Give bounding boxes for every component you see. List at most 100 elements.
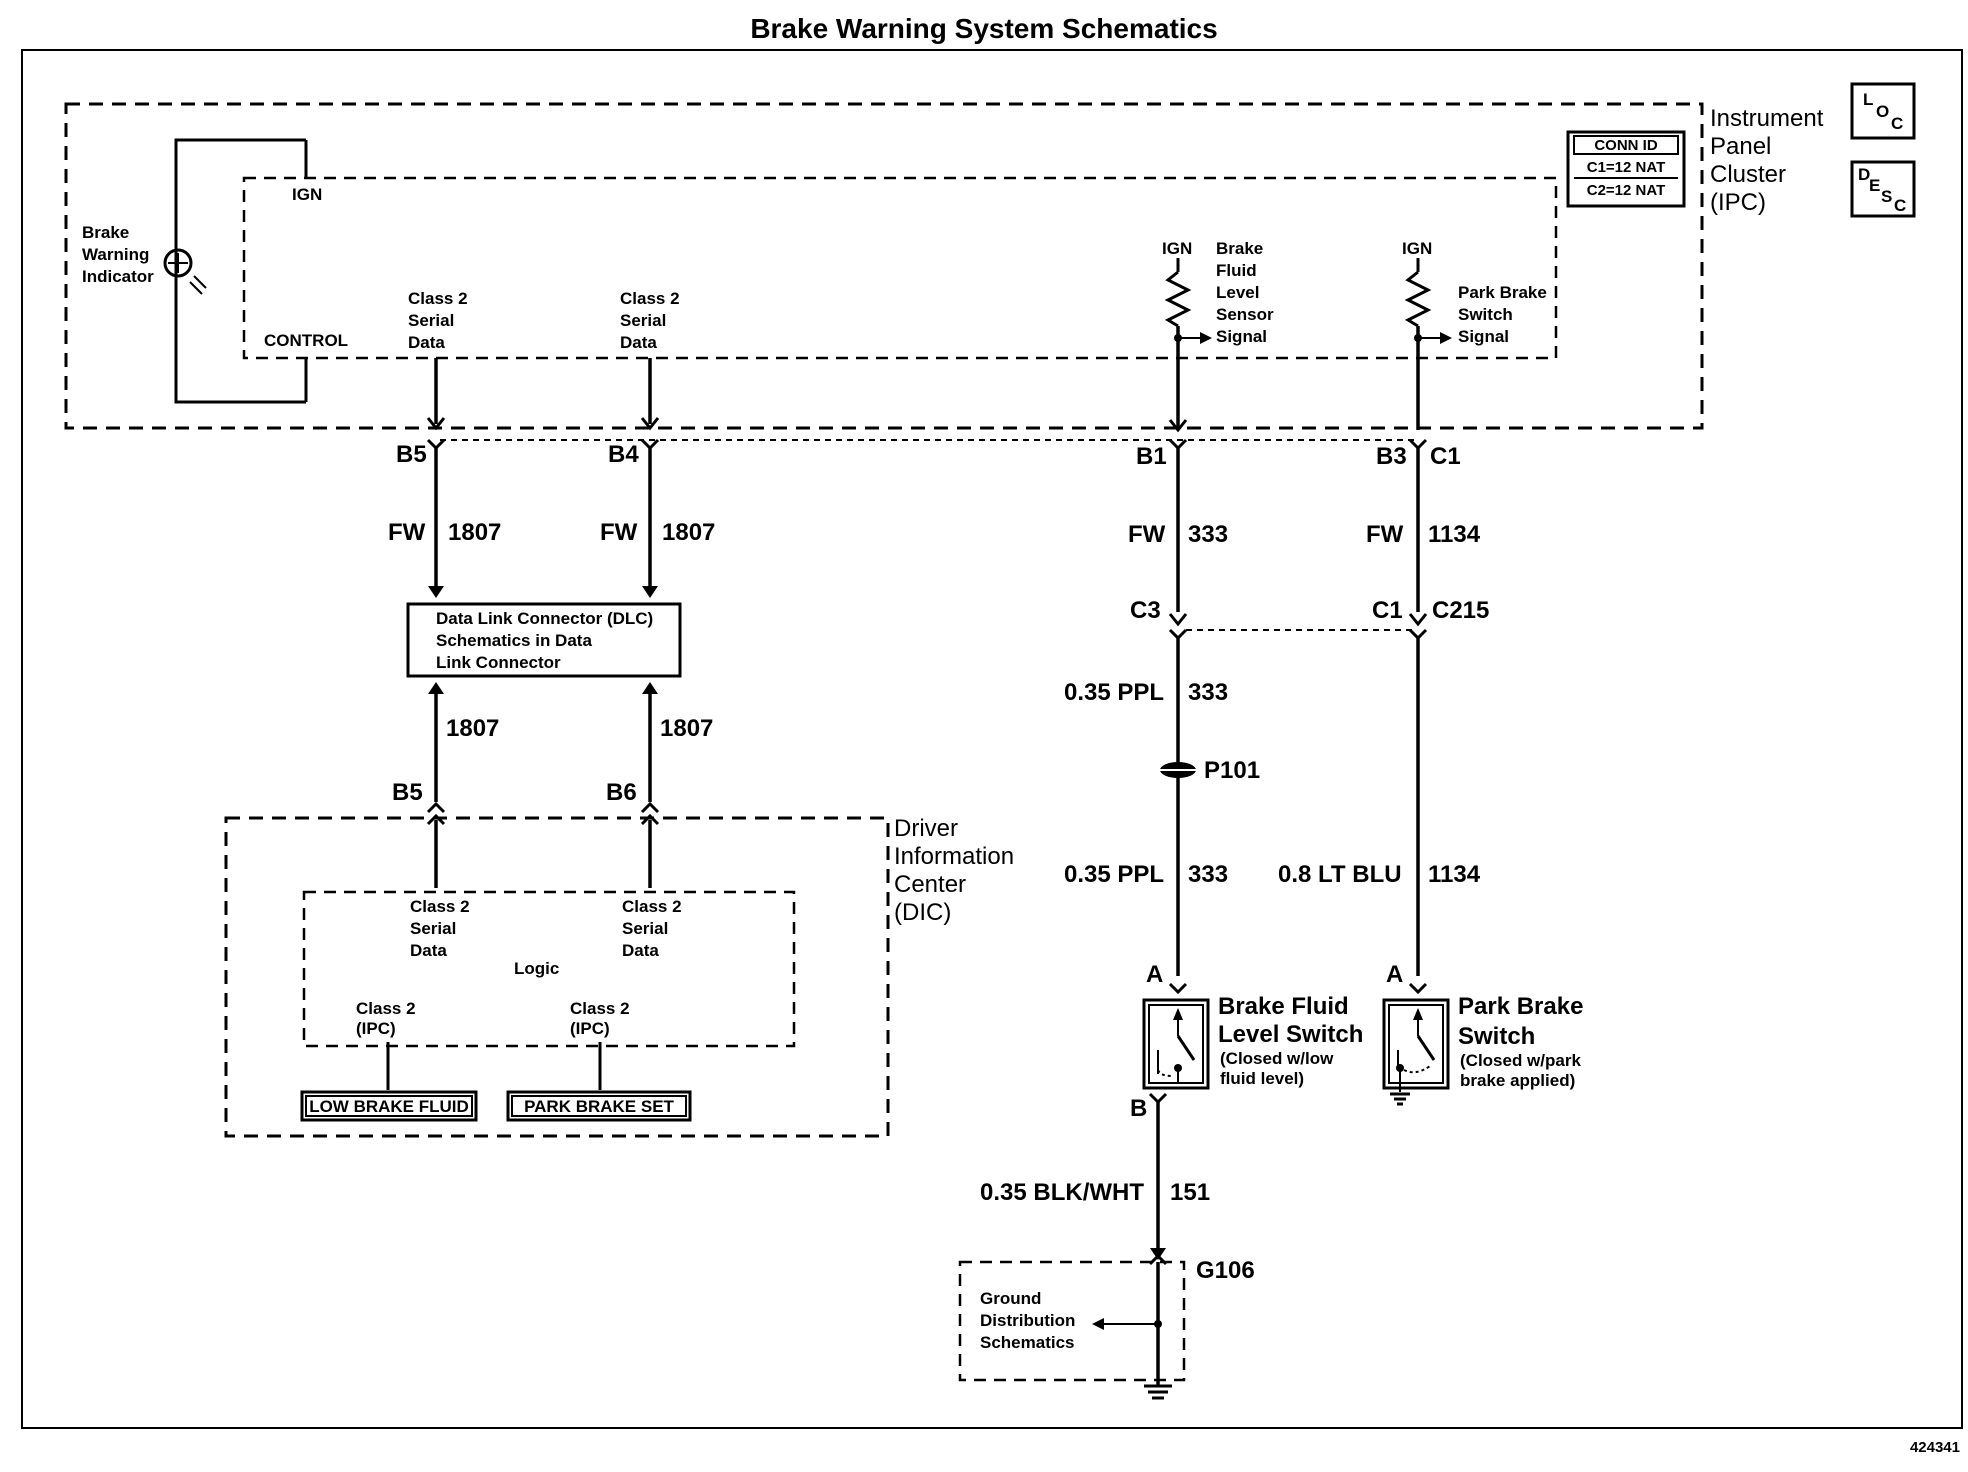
park-switch-note-1: (Closed w/park xyxy=(1460,1051,1581,1070)
warning-lamp-icon xyxy=(163,248,207,295)
ipc-serial-left-3: Data xyxy=(408,333,445,352)
ipc-serial-right-3: Data xyxy=(620,333,657,352)
dic-logic-label: Logic xyxy=(514,959,559,978)
conn-id-row-2: C2=12 NAT xyxy=(1587,182,1666,199)
dic-serial-left-1: Class 2 xyxy=(410,897,470,916)
ipc-inner-boundary xyxy=(242,176,1558,360)
conn-id-header: CONN ID xyxy=(1594,137,1658,154)
wire-fluid-lower-circuit: 333 xyxy=(1188,861,1228,888)
dic-serial-right-3: Data xyxy=(622,941,659,960)
park-brake-set-message: PARK BRAKE SET xyxy=(506,1090,692,1122)
wire-left-fw: FW xyxy=(388,519,426,546)
fluid-label-3: Level xyxy=(1216,283,1259,302)
description-icon[interactable]: D E S C xyxy=(1850,160,1916,218)
wire-left-circuit: 1807 xyxy=(448,519,501,546)
low-brake-fluid-label: LOW BRAKE FLUID xyxy=(309,1097,469,1116)
dic-class-left-1: Class 2 xyxy=(356,999,416,1018)
wire-mid-circuit: 1807 xyxy=(662,519,715,546)
wire-fluid-lower-color: 0.35 PPL xyxy=(1064,861,1164,888)
ipc-name-line-1: Instrument xyxy=(1710,105,1824,132)
pin-b5-ipc: B5 xyxy=(396,441,427,468)
pin-b6-dic: B6 xyxy=(606,779,637,806)
ipc-serial-right-2: Serial xyxy=(620,311,666,330)
conn-id-table: CONN ID C1=12 NAT C2=12 NAT xyxy=(1566,130,1686,208)
wire-park-circuit: 1134 xyxy=(1428,521,1481,548)
dlc-line-2: Schematics in Data xyxy=(436,631,592,650)
park-label-2: Switch xyxy=(1458,305,1513,324)
park-switch-pin-a: A xyxy=(1386,961,1403,988)
ipc-name-line-4: (IPC) xyxy=(1710,189,1766,216)
low-brake-fluid-message: LOW BRAKE FLUID xyxy=(300,1090,478,1122)
wire-ground-circuit: 151 xyxy=(1170,1179,1210,1206)
dic-class-right-1: Class 2 xyxy=(570,999,630,1018)
wire-fluid-upper-circuit: 333 xyxy=(1188,679,1228,706)
wire-333-upper xyxy=(1168,419,1188,976)
dic-serial-left-3: Data xyxy=(410,941,447,960)
wire-park-lower-circuit: 1134 xyxy=(1428,861,1481,888)
pin-c1-mid: C1 xyxy=(1372,597,1403,624)
brake-indicator-line-3: Indicator xyxy=(82,267,154,286)
fluid-pullup-resistor-icon xyxy=(1164,258,1212,430)
park-pullup-resistor-icon xyxy=(1404,258,1452,430)
diagram-title: Brake Warning System Schematics xyxy=(750,13,1217,44)
ipc-name-line-3: Cluster xyxy=(1710,161,1786,188)
wire-fluid-upper-color: 0.35 PPL xyxy=(1064,679,1164,706)
wire-park-color: 0.8 LT BLU xyxy=(1278,861,1402,888)
fluid-label-5: Signal xyxy=(1216,327,1267,346)
wire-1807-mid xyxy=(640,358,660,598)
loc-letter-3: C xyxy=(1891,114,1903,133)
wire-1807-dic-left xyxy=(426,682,446,888)
ground-distribution-boundary xyxy=(958,1260,1186,1382)
desc-letter-1: D xyxy=(1858,165,1870,184)
dic-class-right-2: (IPC) xyxy=(570,1019,610,1038)
indicator-wire xyxy=(174,138,306,404)
outer-frame xyxy=(21,49,1963,1429)
wire-mid-fw: FW xyxy=(600,519,638,546)
brake-fluid-level-switch[interactable] xyxy=(1142,998,1210,1090)
pin-c3: C3 xyxy=(1130,597,1161,624)
dic-name-line-1: Driver xyxy=(894,815,958,842)
loc-letter-1: L xyxy=(1863,90,1873,109)
fluid-switch-note-2: fluid level) xyxy=(1220,1069,1304,1088)
ground-id: G106 xyxy=(1196,1257,1255,1284)
dlc-line-1: Data Link Connector (DLC) xyxy=(436,609,653,628)
conn-id-row-1: C1=12 NAT xyxy=(1587,159,1666,176)
wire-fluid-circuit: 333 xyxy=(1188,521,1228,548)
ipc-control-label: CONTROL xyxy=(264,331,348,350)
park-switch-name-1: Park Brake xyxy=(1458,993,1583,1020)
fluid-switch-name-1: Brake Fluid xyxy=(1218,993,1349,1020)
pin-b5-dic: B5 xyxy=(392,779,423,806)
dic-serial-left-2: Serial xyxy=(410,919,456,938)
wire-dic-right-circuit: 1807 xyxy=(660,715,713,742)
loc-letter-2: O xyxy=(1876,102,1889,121)
fluid-switch-pin-a: A xyxy=(1146,961,1163,988)
ground-line-3: Schematics xyxy=(980,1333,1075,1352)
dlc-box[interactable]: Data Link Connector (DLC) Schematics in … xyxy=(406,602,682,678)
dic-name-line-4: (DIC) xyxy=(894,899,951,926)
ground-symbol-icon xyxy=(1144,1384,1172,1400)
desc-letter-3: S xyxy=(1881,187,1892,206)
ipc-serial-right-1: Class 2 xyxy=(620,289,680,308)
ipc-name-line-2: Panel xyxy=(1710,133,1771,160)
dic-name-line-3: Center xyxy=(894,871,966,898)
park-switch-ground-icon xyxy=(1390,1092,1410,1106)
wire-dic-left-circuit: 1807 xyxy=(446,715,499,742)
dic-serial-right-1: Class 2 xyxy=(622,897,682,916)
wire-park-fw: FW xyxy=(1366,521,1404,548)
fluid-switch-note-1: (Closed w/low xyxy=(1220,1049,1334,1068)
fluid-label-4: Sensor xyxy=(1216,305,1274,324)
pin-b3: B3 xyxy=(1376,443,1407,470)
brake-indicator-line-2: Warning xyxy=(82,245,149,264)
fluid-switch-name-2: Level Switch xyxy=(1218,1021,1363,1048)
park-ign-label: IGN xyxy=(1402,239,1432,258)
park-brake-switch[interactable] xyxy=(1382,998,1450,1092)
pin-c1-top: C1 xyxy=(1430,443,1461,470)
location-icon[interactable]: L O C xyxy=(1850,82,1916,140)
splice-p101-label: P101 xyxy=(1204,757,1260,784)
wire-fluid-fw: FW xyxy=(1128,521,1166,548)
ipc-serial-left-2: Serial xyxy=(408,311,454,330)
dic-boundary xyxy=(224,816,890,1138)
wire-ground-color: 0.35 BLK/WHT xyxy=(980,1179,1144,1206)
fluid-switch-pin-b: B xyxy=(1130,1095,1147,1122)
